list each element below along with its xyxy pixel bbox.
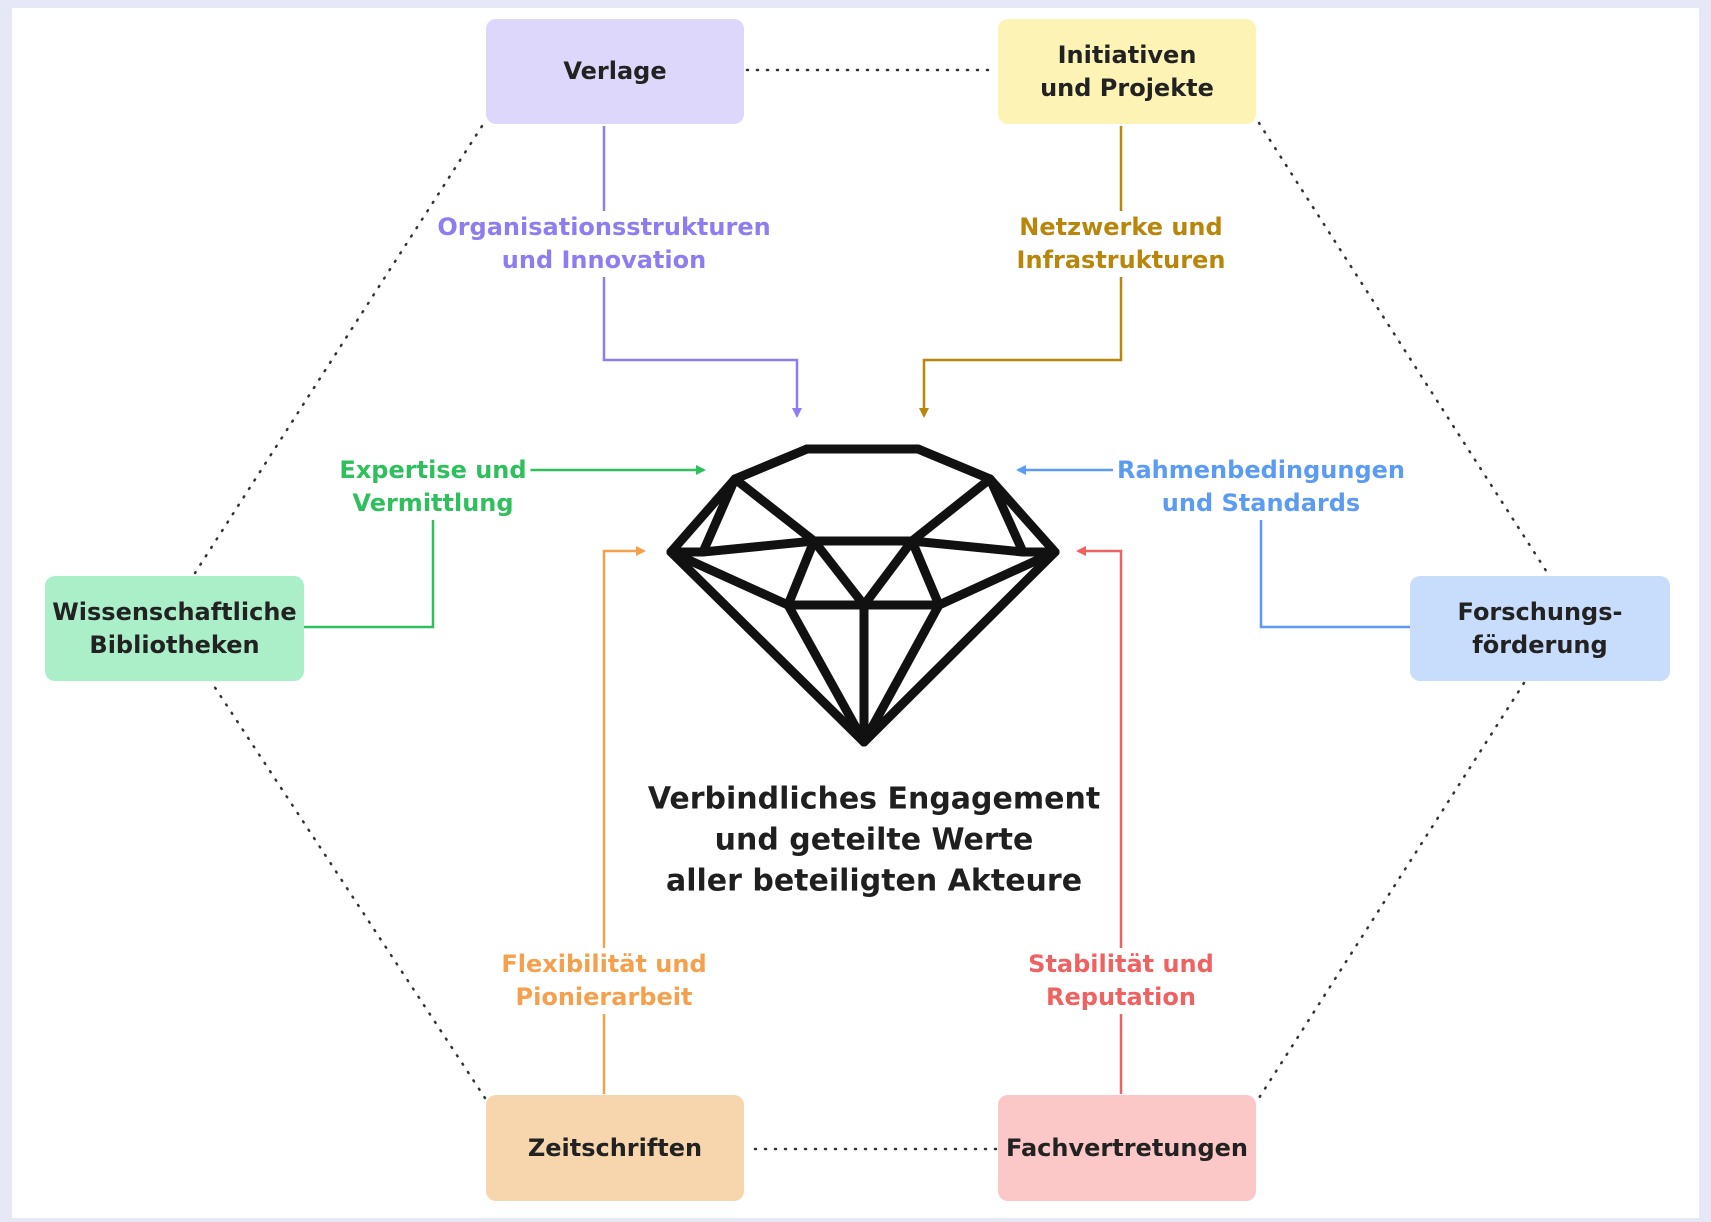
- label-organisationsstrukturen: Organisationsstrukturen und Innovation: [433, 211, 775, 277]
- node-wissenschaftliche-bibliotheken: Wissenschaftliche Bibliotheken: [45, 576, 304, 681]
- label-stabilitaet: Stabilität und Reputation: [1024, 948, 1218, 1014]
- label-flexibilitaet: Flexibilität und Pionierarbeit: [497, 948, 711, 1014]
- node-fachvertretungen: Fachvertretungen: [998, 1095, 1256, 1201]
- node-initiativen-und-projekte: Initiativen und Projekte: [998, 19, 1256, 124]
- diamond-icon: [666, 444, 1060, 747]
- connector-fachvertretungen: [1076, 546, 1123, 1094]
- diagram-graphic: [193, 68, 1554, 1151]
- label-netzwerke: Netzwerke und Infrastrukturen: [1012, 211, 1230, 277]
- center-caption: Verbindliches Engagement und geteilte We…: [647, 781, 1101, 899]
- connector-bibliotheken: [302, 465, 706, 629]
- diagram-canvas: Verlage Initiativen und Projekte Wissens…: [12, 8, 1699, 1218]
- dotted-hexagon-outline: [193, 68, 1554, 1151]
- node-forschungsfoerderung: Forschungs- förderung: [1410, 576, 1670, 681]
- node-zeitschriften: Zeitschriften: [486, 1095, 744, 1201]
- node-verlage: Verlage: [486, 19, 744, 124]
- label-expertise: Expertise und Vermittlung: [335, 454, 531, 520]
- label-rahmenbedingungen: Rahmenbedingungen und Standards: [1113, 454, 1409, 520]
- connector-zeitschriften: [602, 546, 646, 1094]
